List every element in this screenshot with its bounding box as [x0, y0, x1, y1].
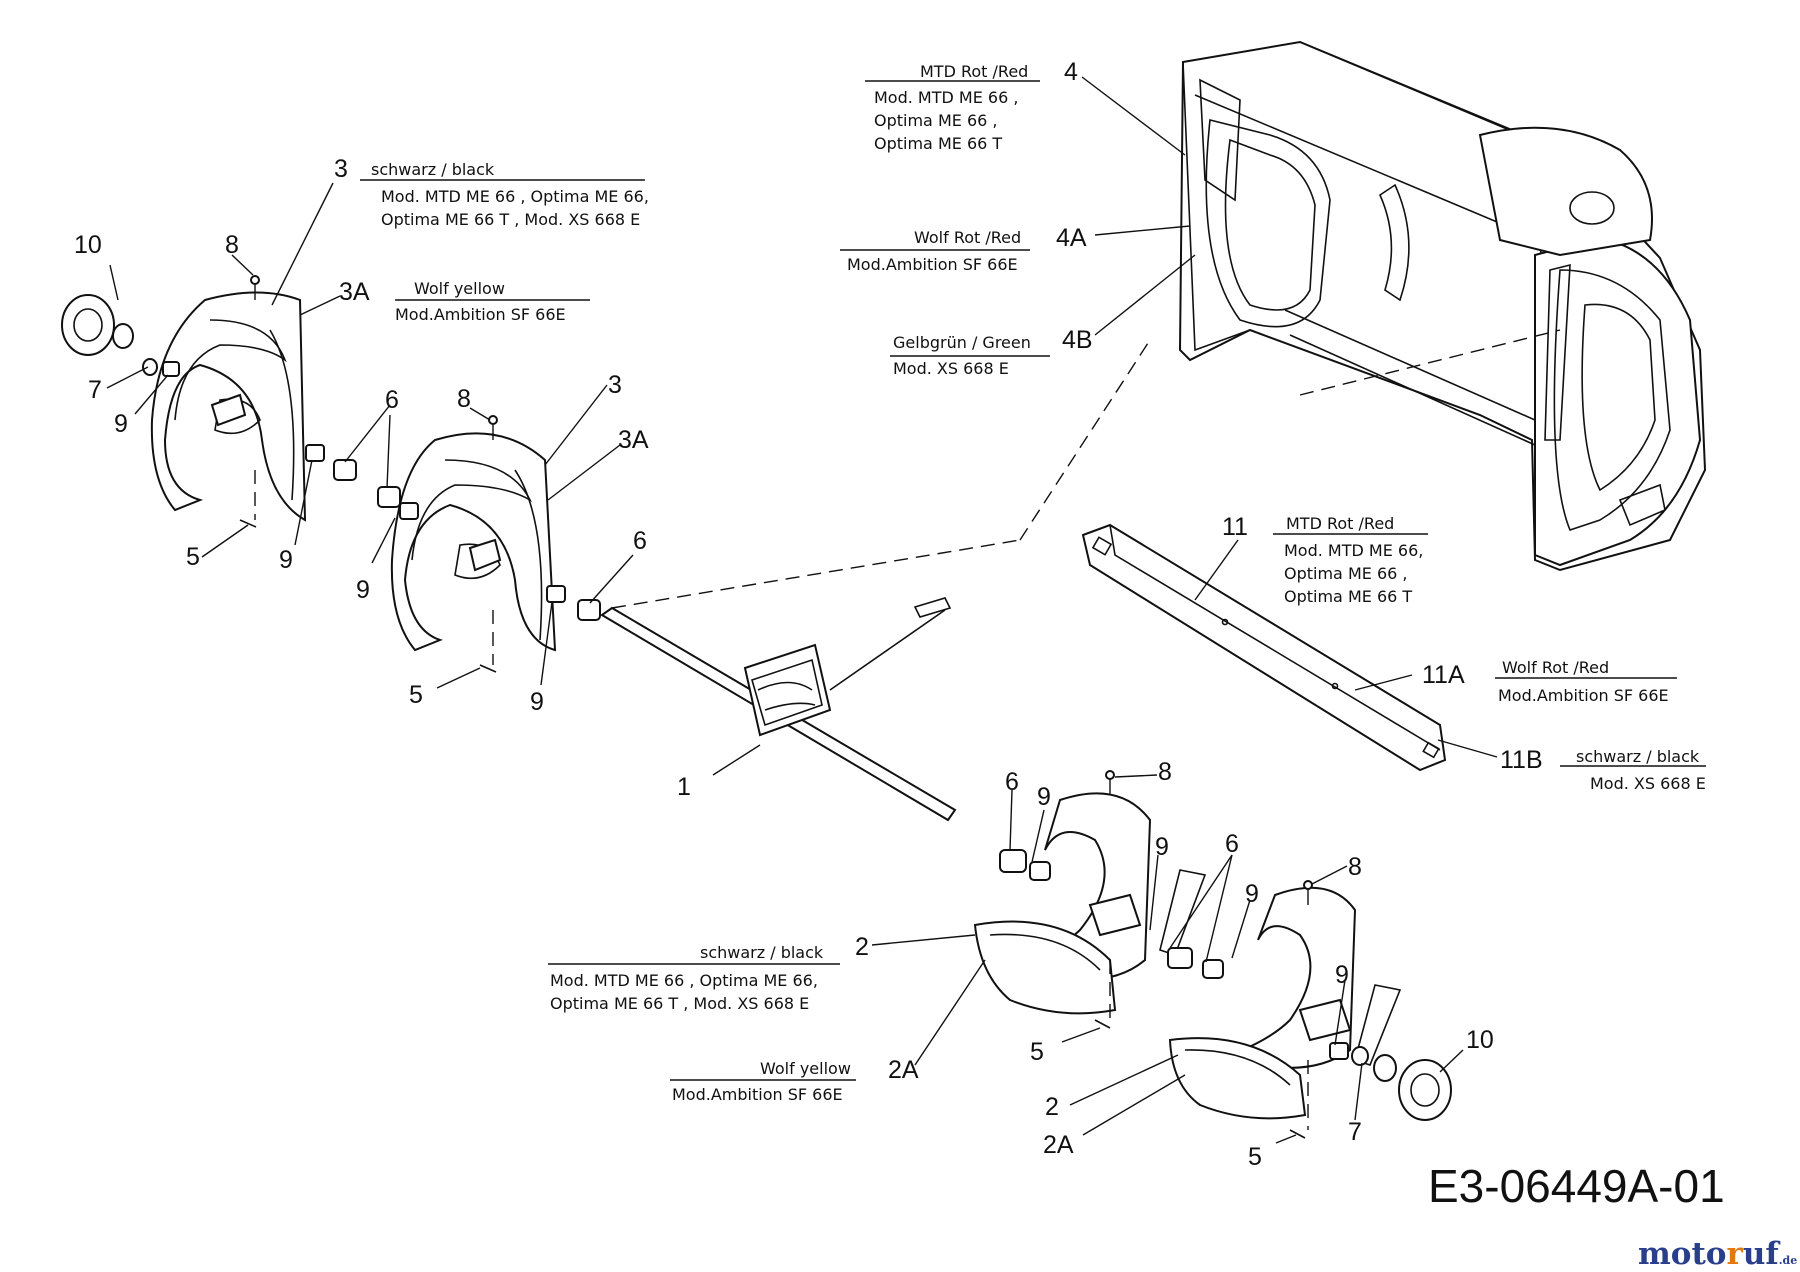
- callout-9: 9: [114, 410, 128, 438]
- note-2-models: Optima ME 66 T , Mod. XS 668 E: [550, 994, 809, 1013]
- callout-5: 5: [409, 681, 423, 709]
- note-4b-color: Gelbgrün / Green: [893, 333, 1031, 352]
- callout-4b: 4B: [1062, 326, 1093, 354]
- brand-part: r: [1726, 1236, 1743, 1272]
- callout-4a: 4A: [1056, 224, 1087, 252]
- callout-5: 5: [1030, 1038, 1044, 1066]
- callout-3a: 3A: [339, 278, 370, 306]
- note-2-color: schwarz / black: [700, 943, 824, 962]
- note-4-models: Optima ME 66 ,: [874, 111, 997, 130]
- note-3-models: Mod. MTD ME 66 , Optima ME 66,: [381, 187, 649, 206]
- note-4-models: Optima ME 66 T: [874, 134, 1002, 153]
- note-11b-model: Mod. XS 668 E: [1590, 774, 1706, 793]
- note-4-color: MTD Rot /Red: [920, 62, 1028, 81]
- callout-7: 7: [1348, 1118, 1362, 1146]
- note-4a-color: Wolf Rot /Red: [914, 228, 1021, 247]
- callout-9: 9: [356, 576, 370, 604]
- callout-10: 10: [74, 231, 102, 259]
- bearing-left: [61, 275, 601, 673]
- note-11-models: Mod. MTD ME 66,: [1284, 541, 1423, 560]
- auger-right-outer: [1168, 886, 1402, 1120]
- callout-5: 5: [1248, 1143, 1262, 1171]
- shave-plate: [1081, 523, 1447, 772]
- callout-4: 4: [1064, 58, 1078, 86]
- note-3-models: Optima ME 66 T , Mod. XS 668 E: [381, 210, 640, 229]
- callout-8: 8: [1158, 758, 1172, 786]
- callout-5: 5: [186, 543, 200, 571]
- callout-9: 9: [279, 546, 293, 574]
- auger-left-outer: [150, 291, 307, 522]
- center-lines: [254, 329, 1561, 1130]
- callout-7: 7: [88, 376, 102, 404]
- callout-8: 8: [457, 385, 471, 413]
- callout-10: 10: [1466, 1026, 1494, 1054]
- callout-9: 9: [1037, 783, 1051, 811]
- brand-tld: .de: [1778, 1254, 1798, 1267]
- callout-6: 6: [1225, 830, 1239, 858]
- brand-part: uf: [1742, 1236, 1779, 1272]
- callout-11b: 11B: [1500, 746, 1543, 774]
- note-11-color: MTD Rot /Red: [1286, 514, 1394, 533]
- callout-3: 3: [334, 155, 348, 183]
- callout-9: 9: [1335, 961, 1349, 989]
- callout-11a: 11A: [1422, 661, 1465, 689]
- note-4-models: Mod. MTD ME 66 ,: [874, 88, 1018, 107]
- note-11-models: Optima ME 66 T: [1284, 587, 1412, 606]
- note-11a-color: Wolf Rot /Red: [1502, 658, 1609, 677]
- bearing-right: [999, 770, 1452, 1139]
- note-2a-color: Wolf yellow: [760, 1059, 851, 1078]
- note-2-models: Mod. MTD ME 66 , Optima ME 66,: [550, 971, 818, 990]
- note-4a-model: Mod.Ambition SF 66E: [847, 255, 1018, 274]
- note-4b-model: Mod. XS 668 E: [893, 359, 1009, 378]
- note-11-models: Optima ME 66 ,: [1284, 564, 1407, 583]
- auger-left-inner: [390, 432, 557, 652]
- diagram-code: E3-06449A-01: [1428, 1160, 1725, 1212]
- callout-6: 6: [385, 386, 399, 414]
- note-2a-model: Mod.Ambition SF 66E: [672, 1085, 843, 1104]
- auger-housing: [1178, 40, 1707, 572]
- note-underlines: [360, 80, 1706, 1081]
- callout-2: 2: [1045, 1093, 1059, 1121]
- callout-3: 3: [608, 371, 622, 399]
- callout-8: 8: [225, 231, 239, 259]
- callout-8: 8: [1348, 853, 1362, 881]
- callout-1: 1: [677, 773, 691, 801]
- callout-6: 6: [633, 527, 647, 555]
- callout-2a: 2A: [1043, 1131, 1074, 1159]
- note-3a-model: Mod.Ambition SF 66E: [395, 305, 566, 324]
- auger-shaft-gearbox: [600, 597, 957, 822]
- callout-6: 6: [1005, 768, 1019, 796]
- variant-notes: schwarz / black Mod. MTD ME 66 , Optima …: [371, 62, 1706, 1104]
- callout-9: 9: [530, 688, 544, 716]
- brand-logo: motoruf.de: [1638, 1236, 1797, 1272]
- callout-11: 11: [1222, 513, 1248, 541]
- callout-numbers: 1 2 2 2A 2A 3 3 3A 3A 4 4A 4B 5 5 5 5 6 …: [74, 58, 1543, 1171]
- note-3-color: schwarz / black: [371, 160, 495, 179]
- callout-2a: 2A: [888, 1056, 919, 1084]
- note-11a-model: Mod.Ambition SF 66E: [1498, 686, 1669, 705]
- note-3a-color: Wolf yellow: [414, 279, 505, 298]
- note-11b-color: schwarz / black: [1576, 747, 1700, 766]
- leader-lines: [106, 76, 1498, 1144]
- auger-right-inner: [973, 792, 1207, 1015]
- callout-3a: 3A: [618, 426, 649, 454]
- callout-9: 9: [1245, 880, 1259, 908]
- callout-9: 9: [1155, 833, 1169, 861]
- brand-part: moto: [1638, 1236, 1727, 1272]
- callout-2: 2: [855, 933, 869, 961]
